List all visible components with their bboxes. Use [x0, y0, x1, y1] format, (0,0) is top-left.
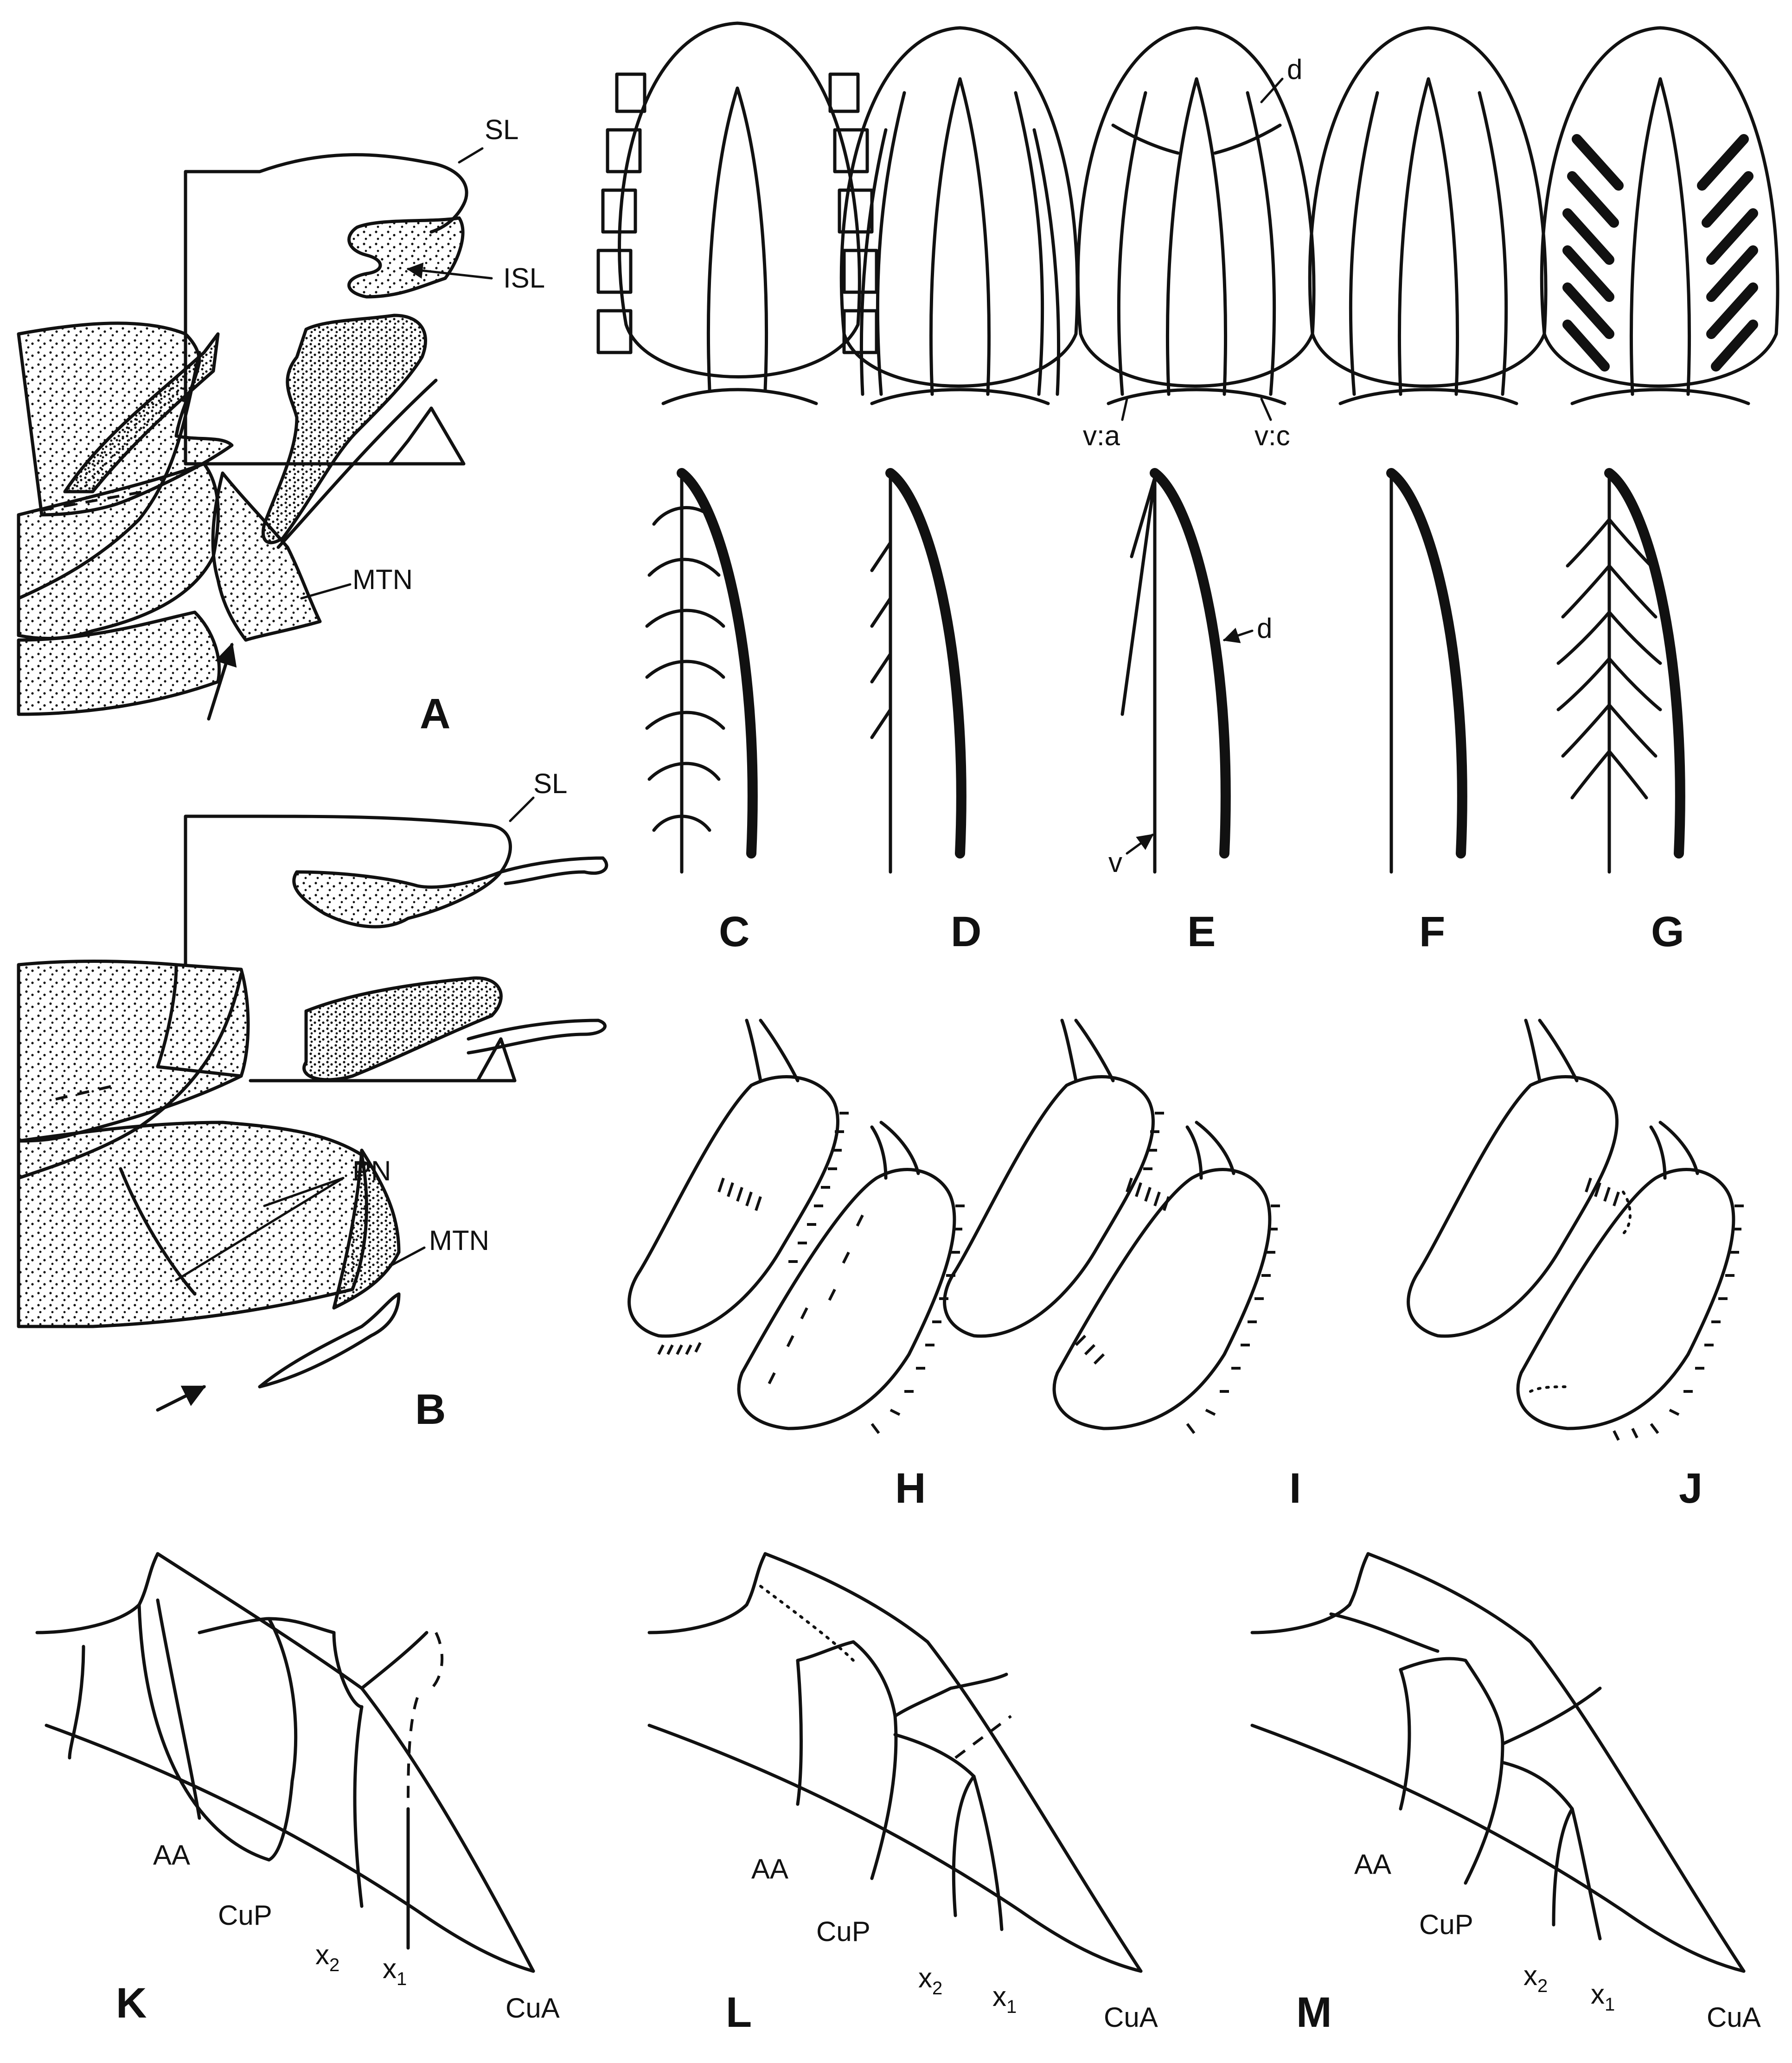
m-aa-label: AA [1354, 1849, 1391, 1880]
e-v-label: v [1108, 847, 1122, 878]
panel-a-base-triangle [184, 406, 466, 466]
k-cua-label: CuA [506, 1993, 560, 2024]
row-c-g [645, 468, 1685, 874]
top-outline-d [839, 26, 1079, 405]
l-x2-label: x2 [918, 1962, 942, 1999]
panel-d-label: D [951, 908, 981, 955]
l-cup-label: CuP [816, 1916, 870, 1947]
e-d-label: d [1257, 613, 1272, 644]
top-va-label: v:a [1083, 420, 1120, 451]
b-pn-leader-2 [175, 1177, 345, 1281]
panel-h-label: H [895, 1465, 926, 1512]
panel-l-drawing [647, 1552, 1143, 1973]
top-va-leader [1121, 397, 1128, 421]
a-sl-label: SL [485, 114, 518, 145]
l-x1-label: x1 [992, 1981, 1017, 2017]
panel-k-label: K [116, 1980, 147, 2027]
panel-j-drawing [1407, 1019, 1744, 1441]
panel-l-label: L [726, 1989, 752, 2036]
b-pn-leader-1 [263, 1177, 345, 1207]
b-mtn-leader [388, 1246, 426, 1268]
m-x2-label: x2 [1523, 1960, 1548, 1996]
top-d-label: d [1287, 54, 1302, 85]
panel-a-membrane-line [17, 351, 201, 600]
panel-f-label: F [1419, 908, 1445, 955]
a-mtn-leader [300, 583, 352, 600]
a-isl-label: ISL [503, 263, 545, 294]
panel-a-mtn-lobe [211, 471, 322, 642]
panel-a-flap-edge [276, 378, 438, 549]
panel-a-fold-dash [41, 490, 144, 512]
panel-c-label: C [719, 908, 749, 955]
m-cua-label: CuA [1707, 2002, 1761, 2033]
a-mtn-label: MTN [352, 564, 413, 595]
panel-l-labels: AA CuP x2 x1 CuA [751, 1853, 1158, 2033]
a-sl-leader [458, 147, 484, 164]
panel-b-drawing [17, 814, 608, 1412]
k-x2-label: x2 [315, 1939, 339, 1975]
panel-b-pn-seam [119, 1167, 197, 1296]
panel-b-frame [184, 814, 512, 967]
panel-a-upper-wing [63, 332, 220, 493]
panel-i-label: I [1289, 1465, 1301, 1512]
panel-m-drawing [1250, 1552, 1746, 1973]
k-x1-label: x1 [383, 1953, 407, 1989]
panel-a-flap [261, 314, 427, 545]
l-cua-label: CuA [1104, 2002, 1158, 2033]
top-outline-c [596, 21, 878, 405]
panel-g-label: G [1651, 908, 1684, 955]
panel-b-box [156, 963, 243, 1078]
top-vc-label: v:c [1254, 420, 1290, 451]
panel-b-pn-region [17, 1121, 368, 1328]
panel-b-membrane-line [17, 972, 243, 1180]
panel-b-middle-tail [467, 1019, 607, 1055]
top-vc-leader [1260, 397, 1272, 421]
m-x1-label: x1 [1591, 1979, 1615, 2015]
top-outline-e [1076, 26, 1316, 405]
panel-m-labels: AA CuP x2 x1 CuA [1354, 1849, 1761, 2033]
panel-b-upper-tail [499, 856, 608, 885]
panel-b-mtn-lobe [332, 1148, 401, 1310]
top-outline-g [1540, 26, 1779, 405]
e-v-leader [1126, 833, 1154, 855]
panel-b-fold-dash [55, 1084, 116, 1101]
top-d-leader [1260, 77, 1284, 103]
k-cup-label: CuP [218, 1900, 272, 1931]
panel-a-isl-lobe [347, 216, 465, 299]
panel-m-label: M [1296, 1989, 1332, 2036]
panel-b-bottom-lobe [258, 1292, 401, 1389]
b-pn-label: PN [352, 1155, 391, 1186]
panel-e-label: E [1187, 908, 1216, 955]
panel-b-base-triangle [249, 1037, 517, 1083]
e-d-leader [1222, 628, 1254, 643]
a-isl-leader [406, 263, 493, 280]
panel-h-drawing [627, 1019, 965, 1434]
l-aa-label: AA [751, 1853, 788, 1884]
panel-b-arrow [156, 1385, 206, 1412]
b-mtn-label: MTN [429, 1225, 489, 1256]
panel-i-drawing [943, 1019, 1280, 1434]
panel-a-arrow [207, 642, 237, 721]
m-cup-label: CuP [1419, 1909, 1473, 1940]
panel-k-drawing [35, 1552, 535, 1973]
panel-j-label: J [1679, 1465, 1702, 1512]
panel-a-drawing [17, 153, 468, 721]
b-sl-label: SL [533, 768, 567, 799]
panel-b-label: B [415, 1386, 446, 1433]
b-sl-leader [509, 796, 535, 822]
panel-a-label: A [420, 690, 450, 737]
panel-a-frame [184, 153, 468, 466]
panel-b-upper-flap [292, 870, 503, 929]
panel-b-middle-flap [302, 976, 503, 1082]
k-aa-label: AA [153, 1839, 190, 1871]
panel-k-labels: AA CuP x2 x1 CuA [153, 1839, 560, 2024]
top-outline-f [1308, 26, 1548, 405]
